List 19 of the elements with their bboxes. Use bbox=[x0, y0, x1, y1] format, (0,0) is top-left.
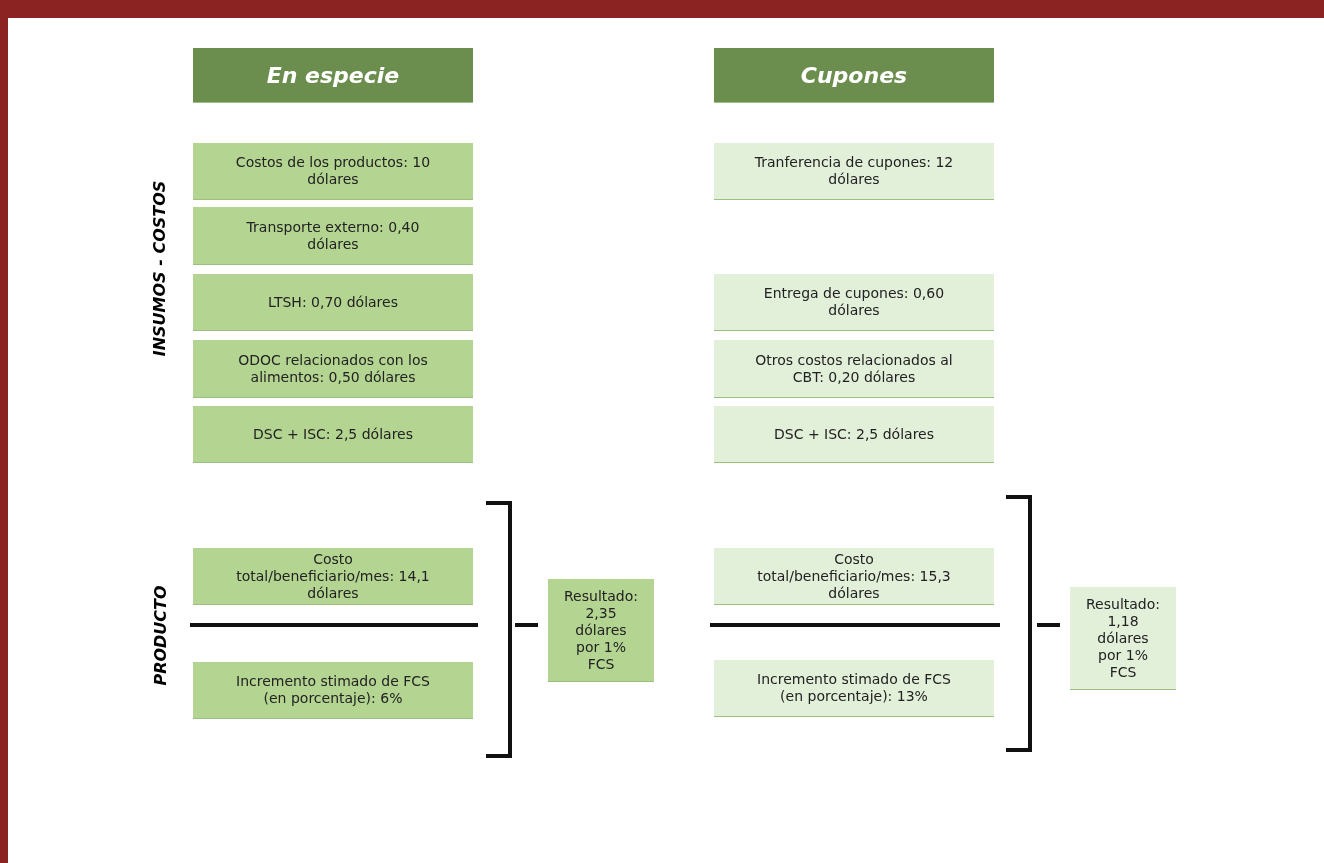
cost-box: Incremento stimado de FCS (en porcentaje): 13% bbox=[714, 660, 994, 717]
cost-box: Costo total/beneficiario/mes: 15,3 dólares bbox=[714, 548, 994, 605]
cost-box: Entrega de cupones: 0,60 dólares bbox=[714, 274, 994, 331]
cost-box: DSC + ISC: 2,5 dólares bbox=[193, 406, 473, 463]
cost-box: ODOC relacionados con los alimentos: 0,50 dólares bbox=[193, 340, 473, 398]
cost-box: DSC + ISC: 2,5 dólares bbox=[714, 406, 994, 463]
cost-box: LTSH: 0,70 dólares bbox=[193, 274, 473, 331]
cost-box: Incremento stimado de FCS (en porcentaje): 6% bbox=[193, 662, 473, 719]
row-label: INSUMOS - COSTOS bbox=[150, 180, 170, 356]
cost-box: Costo total/beneficiario/mes: 14,1 dólares bbox=[193, 548, 473, 605]
column-header: En especie bbox=[193, 48, 473, 103]
column-header: Cupones bbox=[714, 48, 994, 103]
cost-box: Otros costos relacionados al CBT: 0,20 dólares bbox=[714, 340, 994, 398]
cost-box: Transporte externo: 0,40 dólares bbox=[193, 207, 473, 265]
result-box: Resultado: 1,18 dólares por 1% FCS bbox=[1070, 587, 1176, 690]
cost-box: Costos de los productos: 10 dólares bbox=[193, 143, 473, 200]
row-label: PRODUCTO bbox=[150, 584, 170, 686]
cost-box: Tranferencia de cupones: 12 dólares bbox=[714, 143, 994, 200]
result-box: Resultado: 2,35 dólares por 1% FCS bbox=[548, 579, 654, 682]
